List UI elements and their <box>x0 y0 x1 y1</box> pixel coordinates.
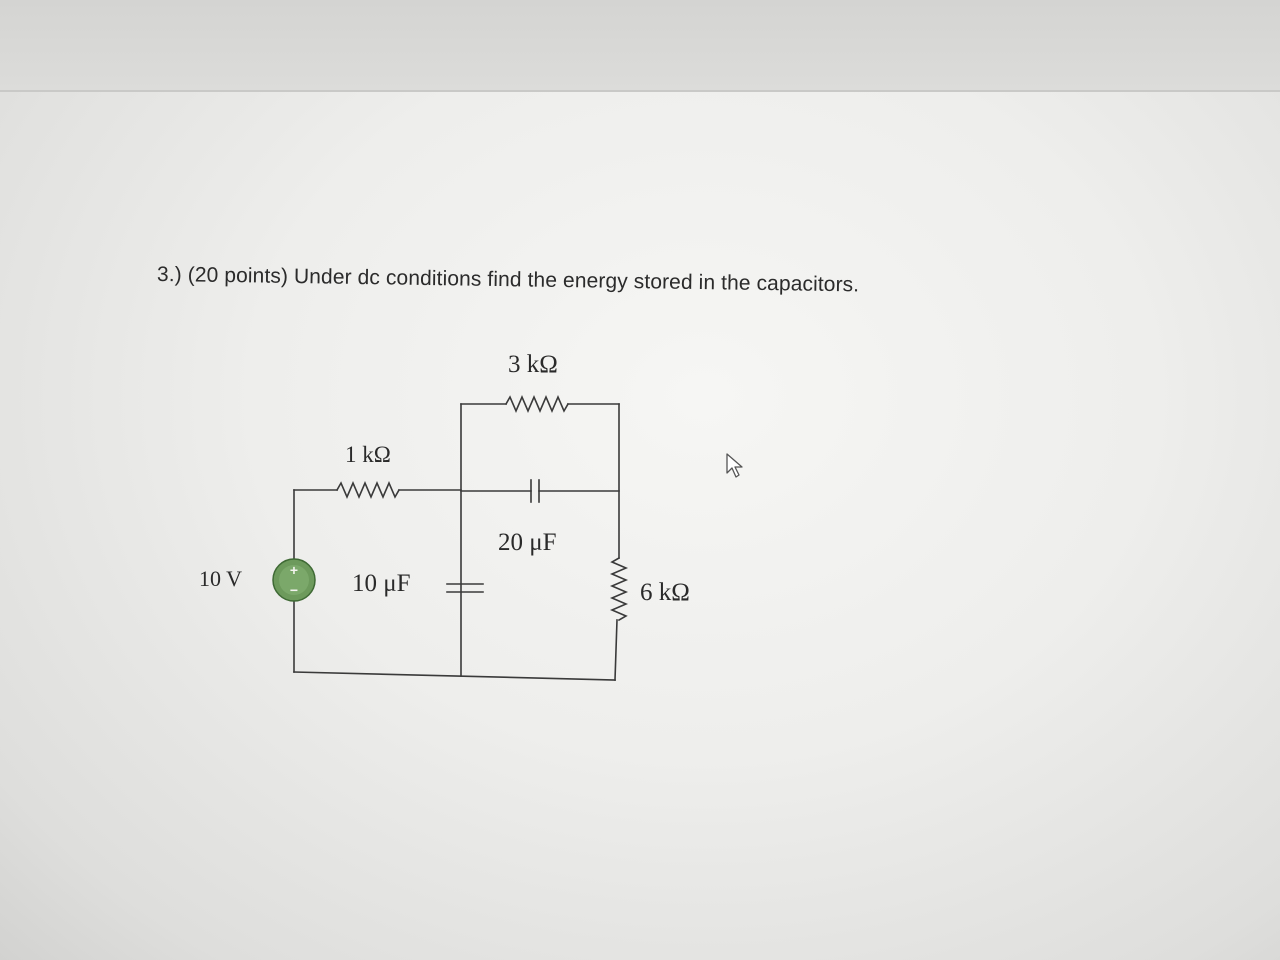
r1-label: 1 kΩ <box>345 442 391 467</box>
source-label: 10 V <box>199 566 242 591</box>
wire-right-bottom <box>614 619 618 681</box>
c1-label: 10 μF <box>352 570 411 597</box>
screen-top-bezel <box>0 0 1280 92</box>
resistor-1k-zigzag <box>335 480 401 500</box>
c2-label: 20 μF <box>498 529 557 556</box>
resistor-3k-zigzag <box>504 394 570 414</box>
document-page <box>0 90 1280 960</box>
mouse-cursor-icon <box>726 453 743 478</box>
r3-label: 6 kΩ <box>640 579 690 606</box>
voltage-source-icon: + − <box>272 558 316 602</box>
r2-label: 3 kΩ <box>508 351 558 378</box>
svg-text:−: − <box>290 582 298 598</box>
svg-text:+: + <box>290 562 298 578</box>
wire-bottom <box>293 671 616 681</box>
resistor-6k-zigzag <box>609 556 629 622</box>
